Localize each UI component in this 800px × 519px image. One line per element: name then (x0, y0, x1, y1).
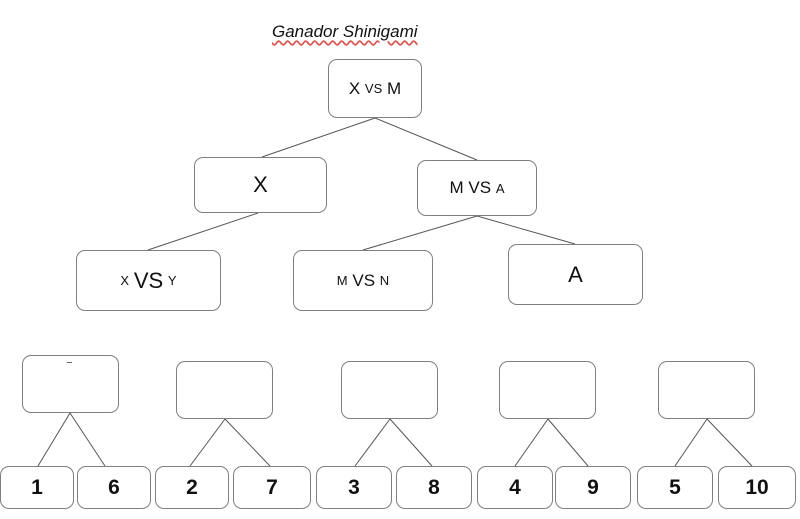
leaf-label: 1 (31, 475, 43, 499)
connector-right-a (476, 215, 576, 245)
match-xy-a: X (120, 273, 130, 288)
leaf-box-6: 6 (77, 466, 151, 509)
leaf-box-10: 10 (718, 466, 796, 509)
match-mn-a: M (336, 273, 348, 288)
connector-right-mn (362, 215, 478, 251)
leaf-label: 3 (348, 475, 360, 499)
match-xy-vs: VS (133, 267, 164, 293)
root-player-b: M (386, 78, 402, 98)
leaf-box-1: 1 (0, 466, 74, 509)
empty-box-3 (341, 361, 438, 419)
right-vs: VS (468, 178, 492, 197)
right-player-b: A (495, 180, 505, 196)
leaf-box-3: 3 (316, 466, 392, 509)
left-winner-label: X (253, 172, 268, 197)
leaf-label: 4 (509, 475, 521, 499)
leaf-box-9: 9 (555, 466, 631, 509)
match-xy-box: X VS Y (76, 250, 221, 311)
root-vs: VS (364, 81, 383, 96)
leaf-label: 10 (745, 475, 769, 499)
leaf-box-8: 8 (396, 466, 472, 509)
root-player-a: X (348, 78, 361, 98)
dash-mark (67, 362, 72, 363)
root-match-box: X VS M (328, 59, 422, 118)
seed-a-box: A (508, 244, 643, 305)
match-mn-b: N (379, 273, 390, 288)
leaf-box-4: 4 (477, 466, 553, 509)
connector-root-left (261, 117, 376, 158)
left-winner-box: X (194, 157, 327, 213)
right-player-a: M (449, 178, 464, 197)
seed-a-label: A (568, 261, 583, 287)
empty-box-4 (499, 361, 596, 419)
leaf-label: 9 (587, 475, 599, 499)
diagram-title: Ganador Shinigami (272, 22, 418, 41)
leaf-label: 8 (428, 475, 440, 499)
leaf-box-7: 7 (233, 466, 311, 509)
match-mn-vs: VS (352, 270, 376, 290)
leaf-label: 7 (266, 475, 278, 499)
leaf-label: 5 (669, 475, 681, 499)
leaf-box-5: 5 (637, 466, 713, 509)
right-match-box: M VS A (417, 160, 537, 216)
match-mn-box: M VS N (293, 250, 433, 311)
leaf-label: 2 (186, 475, 198, 499)
empty-box-2 (176, 361, 273, 419)
empty-box-1 (22, 355, 119, 413)
leaf-box-2: 2 (155, 466, 229, 509)
empty-box-5 (658, 361, 755, 419)
leaf-label: 6 (108, 475, 120, 499)
connector-left-xy (147, 212, 259, 251)
connector-root-right (374, 117, 478, 161)
match-xy-b: Y (167, 273, 177, 288)
